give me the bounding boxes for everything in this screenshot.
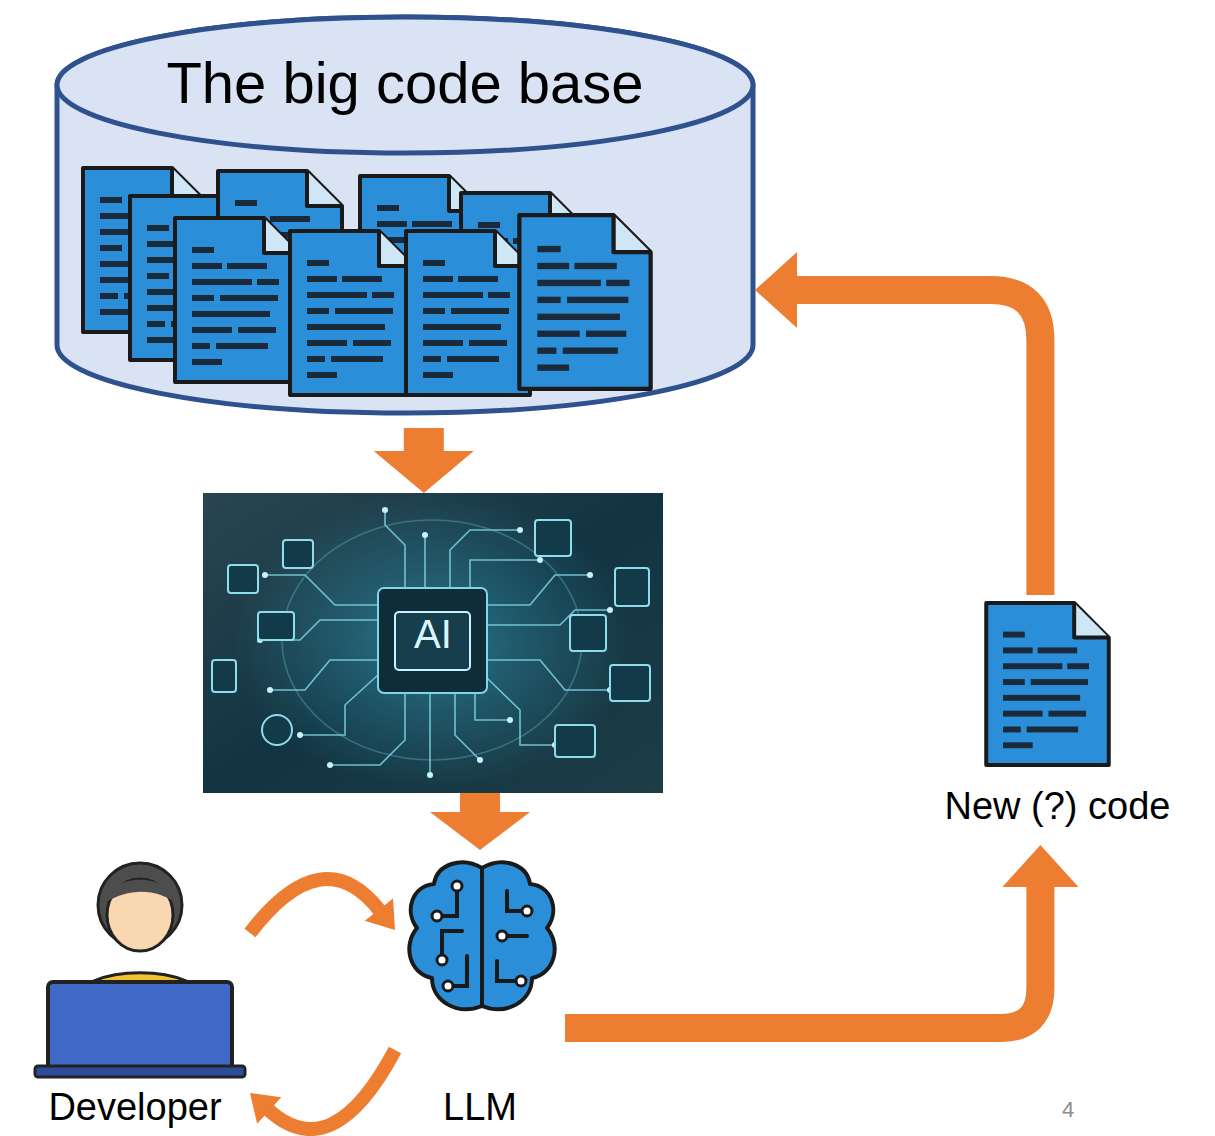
code-files xyxy=(83,168,651,395)
database-cylinder: The big code base xyxy=(55,10,755,428)
arrow-head xyxy=(430,812,530,850)
arrow-shaft xyxy=(268,1050,395,1129)
new-code-file xyxy=(986,603,1109,765)
node-text: Developer xyxy=(48,1086,221,1130)
page-number: 4 xyxy=(1062,1097,1074,1122)
flow-arrow xyxy=(430,793,530,850)
llm-brain: LLM xyxy=(395,850,565,1133)
arrow-shaft xyxy=(796,290,1040,595)
arrow-shaft xyxy=(404,428,444,452)
flow-arrow xyxy=(565,845,1078,1028)
arrow-shaft xyxy=(565,886,1040,1028)
arrow-head xyxy=(365,898,395,930)
node-text: New (?) code xyxy=(945,785,1171,829)
ai-picture xyxy=(203,490,663,793)
brain-icon xyxy=(409,862,554,1009)
arrow-head xyxy=(755,252,797,328)
flow-arrow xyxy=(374,428,474,493)
database-cylinder xyxy=(57,17,753,413)
arrow-shaft xyxy=(250,879,380,933)
flow-arrow xyxy=(250,879,395,933)
arrow-shaft xyxy=(460,793,500,813)
arrow-head xyxy=(374,451,474,493)
arrow-head xyxy=(250,1093,281,1124)
flow-arrow xyxy=(755,252,1040,595)
developer-figure xyxy=(35,863,245,1077)
node-text: The big code base xyxy=(166,50,643,117)
node-text: LLM xyxy=(443,1086,517,1130)
node-text: AI xyxy=(414,611,452,657)
ai-picture: AI xyxy=(203,493,663,793)
code-document: New (?) code xyxy=(915,595,1200,845)
arrow-head xyxy=(1002,845,1078,887)
developer-icon: Developer xyxy=(20,848,250,1133)
flow-arrow xyxy=(250,1050,395,1129)
